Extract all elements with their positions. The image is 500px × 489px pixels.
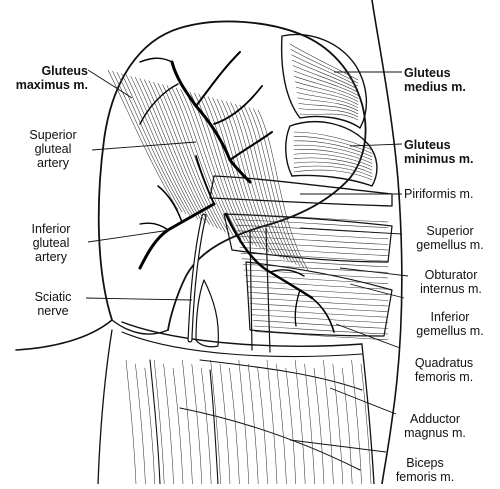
label-superior-gemellus: Superior gemellus m. [416, 224, 484, 252]
biceps-femoris-outline [179, 407, 361, 471]
label-gluteus-maximus: Gluteus maximus m. [15, 64, 88, 92]
label-inferior-gemellus: Inferior gemellus m. [416, 310, 484, 338]
label-gluteus-minimus: Gluteus minimus m. [404, 138, 474, 166]
label-obturator-internus: Obturator internus m. [420, 268, 482, 296]
label-adductor-magnus: Adductor magnus m. [404, 412, 466, 440]
gemellus-obturator-outline [223, 213, 393, 263]
leader-quadratus-femoris [335, 323, 401, 349]
thigh-outline-left [97, 329, 113, 485]
leader-superior-gemellus [299, 227, 403, 235]
label-superior-gluteal-artery: Superior gluteal artery [29, 128, 77, 170]
label-quadratus-femoris: Quadratus femoris m. [414, 356, 474, 384]
piriformis-outline [209, 175, 393, 207]
ischial-tuberosity [195, 279, 219, 348]
label-inferior-gluteal-artery: Inferior gluteal artery [31, 222, 71, 264]
leader-obturator-internus [339, 267, 409, 277]
leader-lines [85, 69, 409, 453]
adductor-magnus-outline [199, 359, 363, 391]
leader-adductor-magnus [329, 387, 397, 415]
label-biceps-femoris: Biceps femoris m. [395, 456, 455, 484]
gluteus-minimus-outline [285, 120, 378, 187]
leader-superior-gluteal-artery [91, 141, 197, 151]
leader-inferior-gemellus [349, 283, 405, 299]
leader-inferior-gluteal-artery [87, 229, 171, 243]
thigh-outline-right [361, 344, 375, 485]
inferior-gluteal-artery-trunk [138, 202, 216, 270]
label-gluteus-medius: Gluteus medius m. [404, 66, 466, 94]
leader-gluteus-maximus [87, 69, 133, 99]
label-piriformis: Piriformis m. [404, 187, 474, 201]
leader-gluteus-minimus [349, 143, 403, 147]
muscle-fiber-texture [107, 43, 389, 485]
arteries [138, 51, 335, 333]
gluteus-medius-outline [280, 33, 368, 129]
label-sciatic-nerve: Sciatic nerve [34, 290, 72, 318]
gluteus-maximus-outline [97, 20, 367, 331]
quadratus-femoris-outline [245, 261, 393, 337]
leader-sciatic-nerve [85, 297, 193, 301]
body-outline-left [15, 319, 113, 351]
retracted-muscle-strap [121, 321, 363, 347]
leader-biceps-femoris [289, 439, 387, 453]
